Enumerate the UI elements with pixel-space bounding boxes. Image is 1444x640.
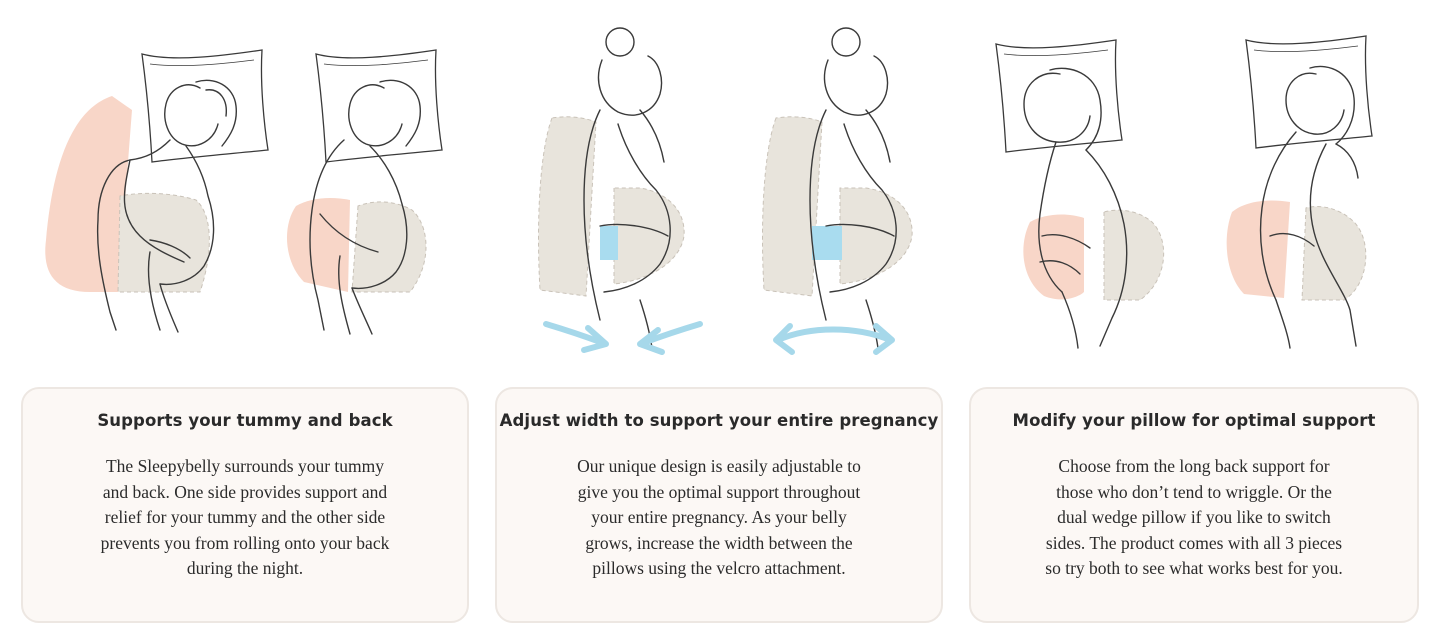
figure-dual-wedge-side xyxy=(286,49,443,335)
figure-standing-narrow xyxy=(538,27,703,355)
belly-wedge xyxy=(1301,206,1367,301)
back-wedge xyxy=(1103,209,1165,301)
belly-wedge xyxy=(351,201,427,293)
illustrations xyxy=(45,27,1373,355)
back-support-pillow xyxy=(45,96,132,292)
figure-dual-wedge-sleeping xyxy=(1226,35,1373,349)
back-pillow xyxy=(538,116,597,297)
feature-card-adjust-width: Adjust width to support your entire preg… xyxy=(495,387,943,623)
card-body: The Sleepybelly surrounds your tummy and… xyxy=(100,456,390,578)
card-title: Adjust width to support your entire preg… xyxy=(499,411,939,430)
card-body: Our unique design is easily adjustable t… xyxy=(577,456,861,578)
back-wedge xyxy=(1226,200,1290,298)
back-wedge xyxy=(286,198,350,292)
velcro-insert xyxy=(600,226,618,260)
card-body: Choose from the long back support for th… xyxy=(1045,456,1343,578)
back-pillow xyxy=(762,116,823,297)
head-pillow xyxy=(995,39,1123,153)
double-arrow-icon xyxy=(773,323,895,355)
feature-card-tummy-back: Supports your tummy and back The Sleepyb… xyxy=(21,387,469,623)
belly-pillow xyxy=(839,187,913,285)
figure-dual-wedge-left xyxy=(995,39,1165,349)
arrows-inward-icon xyxy=(543,321,703,355)
figure-standing-wide xyxy=(762,27,913,355)
figure-long-back-support xyxy=(45,49,269,333)
belly-wedge xyxy=(1023,214,1084,300)
feature-card-modify-pillow: Modify your pillow for optimal support C… xyxy=(969,387,1419,623)
card-title: Supports your tummy and back xyxy=(97,411,393,430)
card-title: Modify your pillow for optimal support xyxy=(1012,411,1376,430)
belly-pillow xyxy=(613,187,685,285)
head-pillow xyxy=(141,49,269,163)
velcro-insert xyxy=(812,226,842,260)
